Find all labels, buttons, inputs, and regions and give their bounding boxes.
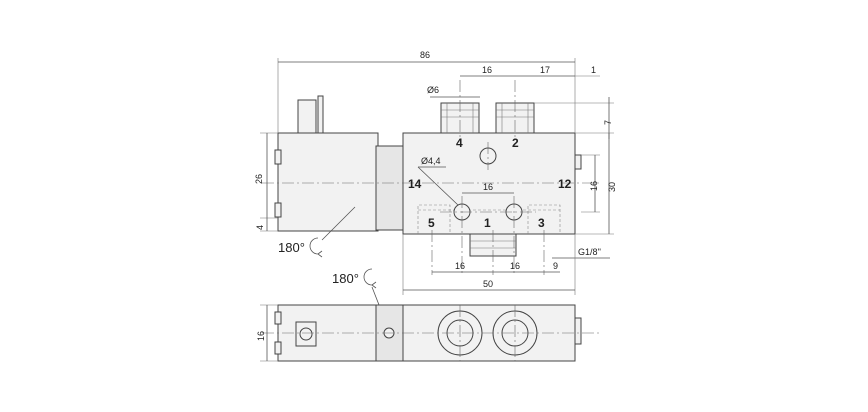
dim-hole-spacing: 16 [483, 182, 493, 192]
dim-thread: G1/8'' [578, 247, 601, 257]
port-label-3: 3 [538, 216, 545, 230]
armature-tube [375, 145, 404, 231]
coil-rotation-label: 180° [278, 240, 305, 255]
top-view-connector-pin [299, 327, 313, 341]
port-label-12: 12 [558, 177, 572, 191]
rotation-arrow-icon [309, 237, 323, 258]
pilot-end-cap [574, 154, 582, 170]
coil-connector-pin [317, 95, 324, 135]
hidden-port-5 [417, 204, 451, 234]
dim-bottom-spacing-left: 16 [455, 261, 465, 271]
dim-overall-length: 86 [420, 50, 430, 60]
top-view [262, 304, 600, 362]
dim-right-small: 1 [591, 65, 596, 75]
dim-body-length: 50 [483, 279, 493, 289]
top-view-coil-mount-bottom [274, 341, 282, 355]
dim-tube-diameter: Ø6 [427, 85, 439, 95]
dim-side-height: 16 [256, 331, 266, 341]
port-label-14: 14 [408, 177, 422, 191]
top-view-coil-mount-top [274, 311, 282, 325]
solenoid-coil [277, 132, 379, 232]
dim-port-spacing-top: 16 [482, 65, 492, 75]
port-label-5: 5 [428, 216, 435, 230]
dim-hole-diameter: Ø4,4 [421, 156, 441, 166]
port-label-4: 4 [456, 136, 463, 150]
top-view-pilot-cap [574, 317, 582, 345]
rotation-arrow-icon-2 [363, 268, 377, 289]
dim-port-offset-right: 17 [540, 65, 550, 75]
top-view-dimensions: 16 [256, 304, 278, 362]
dim-port-height: 7 [603, 120, 613, 125]
front-view [262, 80, 600, 275]
dim-pilot-height: 16 [589, 181, 599, 191]
port-label-2: 2 [512, 136, 519, 150]
coil-mount-top [274, 149, 282, 165]
dim-coil-height: 26 [254, 174, 264, 184]
dim-bottom-spacing-right: 9 [553, 261, 558, 271]
port-label-1: 1 [484, 216, 491, 230]
rotation-notes: 180° 180° [278, 206, 389, 329]
dim-body-height: 30 [607, 182, 617, 192]
dim-bottom-spacing-mid: 16 [510, 261, 520, 271]
coil-rotation-leader [321, 206, 356, 241]
connector-rotation-label: 180° [332, 271, 359, 286]
coil-mount-bottom [274, 202, 282, 218]
dim-coil-bottom: 4 [255, 225, 265, 230]
port-labels: 4 2 14 12 5 1 3 [408, 136, 572, 230]
coil-connector-tab [297, 99, 317, 135]
hidden-port-3 [527, 204, 561, 234]
front-dimensions: 86 16 17 1 Ø6 7 26 4 30 16 [254, 50, 617, 295]
